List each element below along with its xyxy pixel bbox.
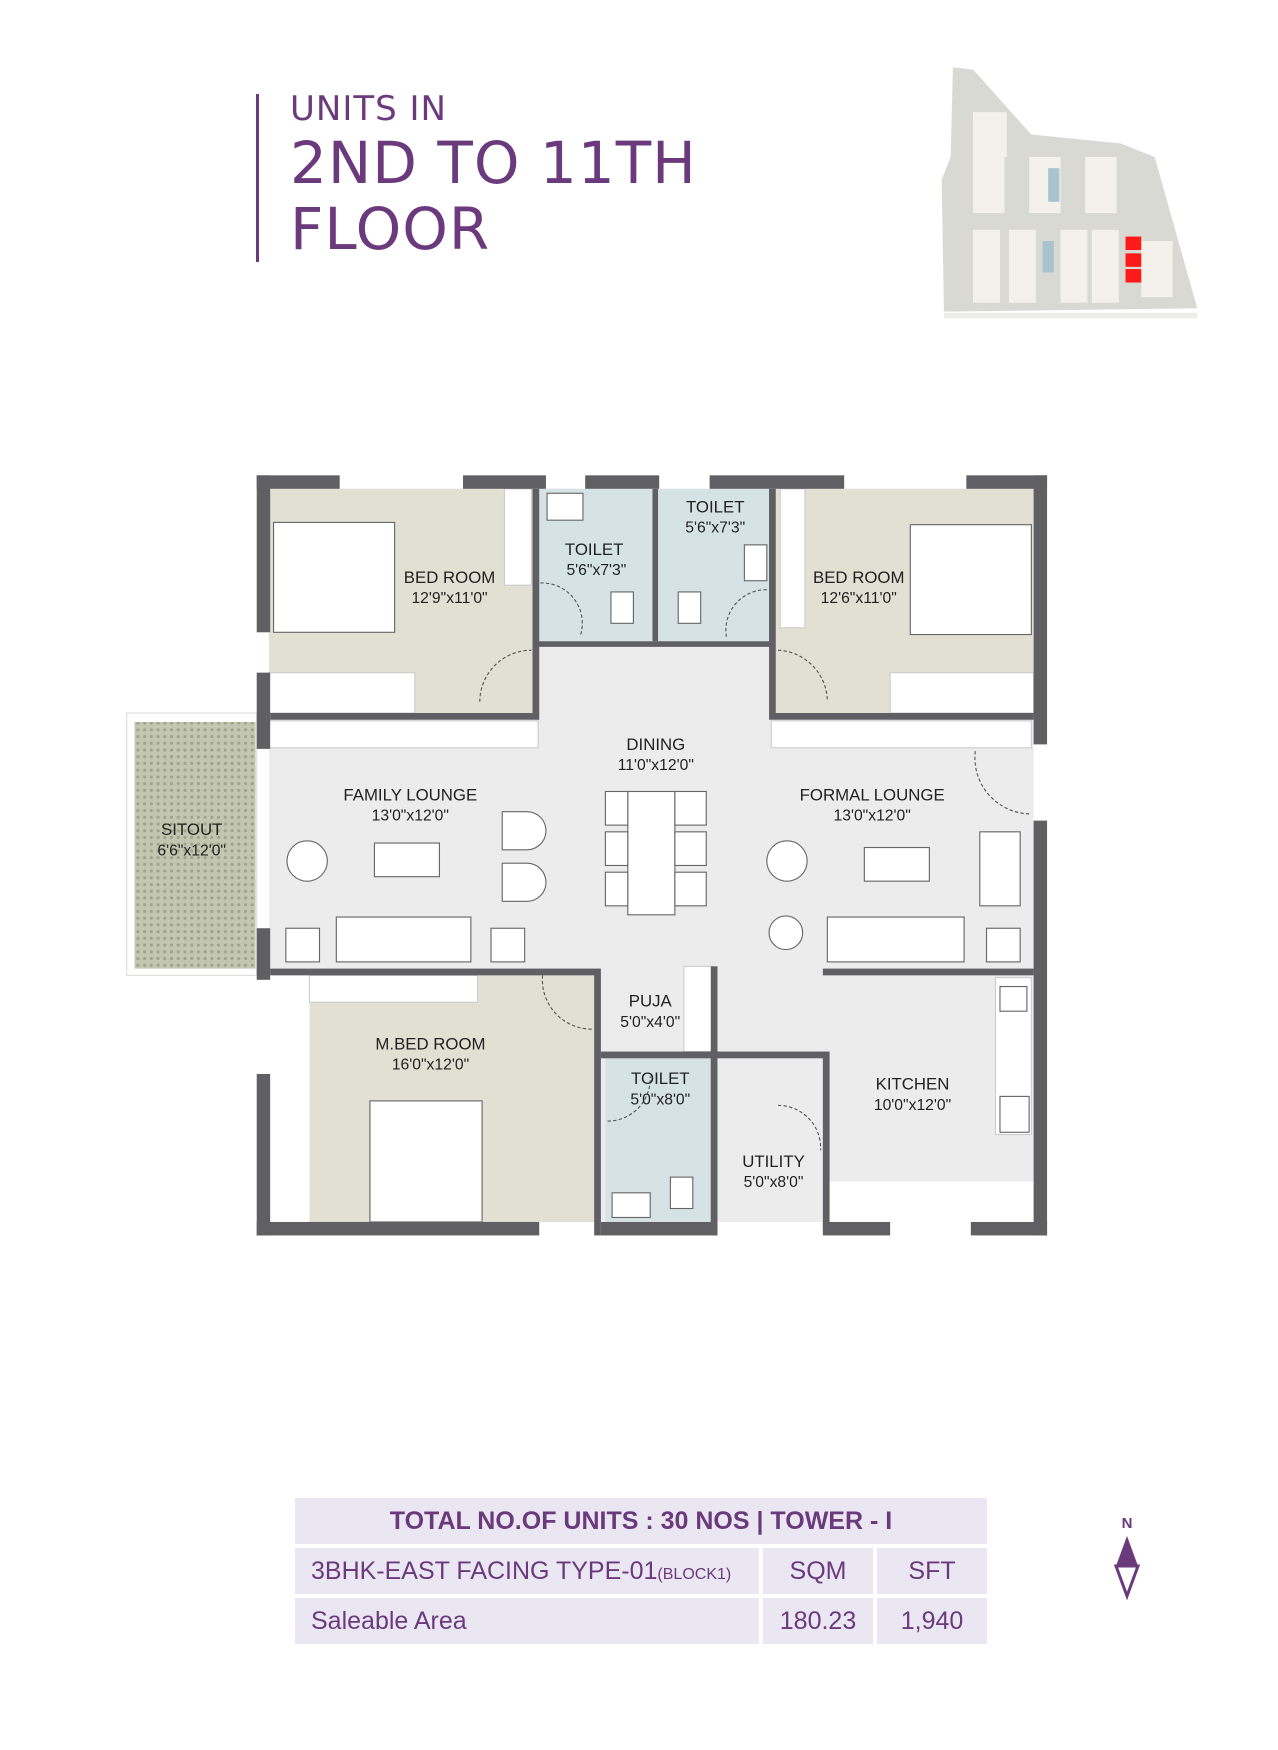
formal-lounge-name: FORMAL LOUNGE	[800, 785, 945, 804]
sqm-header: SQM	[761, 1546, 875, 1596]
coffee-table	[373, 842, 441, 878]
sitout-name: SITOUT	[161, 820, 222, 839]
master-bedroom-dim: 16'0"x12'0"	[392, 1057, 469, 1074]
toilet-1-name: TOILET	[565, 540, 624, 559]
dining-dim: 11'0"x12'0"	[618, 757, 694, 774]
kitchen-dim: 10'0"x12'0"	[874, 1097, 951, 1114]
saleable-area-label: Saleable Area	[293, 1596, 761, 1646]
utility-name: UTILITY	[742, 1152, 805, 1171]
room-labels: BED ROOM 12'9"x11'0" TOILET 5'6"x7'3" TO…	[157, 497, 951, 1191]
saleable-area-sqm: 180.23	[761, 1596, 875, 1646]
unit-type-cell: 3BHK-EAST FACING TYPE-01(BLOCK1)	[293, 1546, 761, 1596]
puja-name: PUJA	[629, 992, 673, 1011]
page-title: UNITS IN 2ND TO 11TH FLOOR	[290, 88, 697, 262]
unit-block: (BLOCK1)	[657, 1565, 732, 1583]
furniture	[272, 492, 1032, 1223]
bedroom-1-name: BED ROOM	[404, 568, 495, 587]
walls	[256, 475, 1048, 1236]
bedroom-2-name: BED ROOM	[813, 568, 904, 587]
dining-name: DINING	[626, 735, 685, 754]
title-line-3: FLOOR	[290, 195, 491, 263]
highlighted-units	[1125, 236, 1142, 283]
sitout-dim: 6'6"x12'0"	[157, 842, 226, 859]
utility-dim: 5'0"x8'0"	[744, 1174, 804, 1191]
toilet-2-dim: 5'6"x7'3"	[685, 520, 745, 537]
toilet-2-name: TOILET	[686, 497, 745, 516]
sft-header: SFT	[875, 1546, 989, 1596]
toilet-3-name: TOILET	[631, 1069, 690, 1088]
toilet-3-dim: 5'0"x8'0"	[630, 1091, 690, 1108]
master-bedroom-name: M.BED ROOM	[375, 1034, 485, 1053]
bedroom-2-dim: 12'6"x11'0"	[821, 590, 897, 607]
north-compass: N	[1112, 1515, 1142, 1607]
bedroom-1-dim: 12'9"x11'0"	[411, 590, 487, 607]
title-line-2: 2ND TO 11TH	[290, 129, 697, 197]
area-table: TOTAL NO.OF UNITS : 30 NOS | TOWER - I 3…	[293, 1496, 989, 1646]
title-line-1: UNITS IN	[290, 89, 447, 129]
site-plan-thumbnail	[941, 67, 1198, 319]
saleable-area-sft: 1,940	[875, 1596, 989, 1646]
puja-dim: 5'0"x4'0"	[620, 1014, 680, 1031]
north-label: N	[1121, 1515, 1133, 1532]
family-lounge-dim: 13'0"x12'0"	[372, 808, 449, 825]
compass-arrow-icon	[1113, 1536, 1141, 1601]
units-header: TOTAL NO.OF UNITS : 30 NOS | TOWER - I	[293, 1496, 989, 1546]
dining-table	[627, 790, 676, 916]
family-lounge-name: FAMILY LOUNGE	[343, 785, 477, 804]
toilet-1-dim: 5'6"x7'3"	[566, 562, 626, 579]
title-accent-bar	[256, 94, 259, 262]
door-swings	[479, 582, 1032, 1151]
unit-type: 3BHK-EAST FACING TYPE-01	[311, 1556, 658, 1585]
kitchen-name: KITCHEN	[876, 1075, 950, 1094]
formal-lounge-dim: 13'0"x12'0"	[834, 808, 911, 825]
